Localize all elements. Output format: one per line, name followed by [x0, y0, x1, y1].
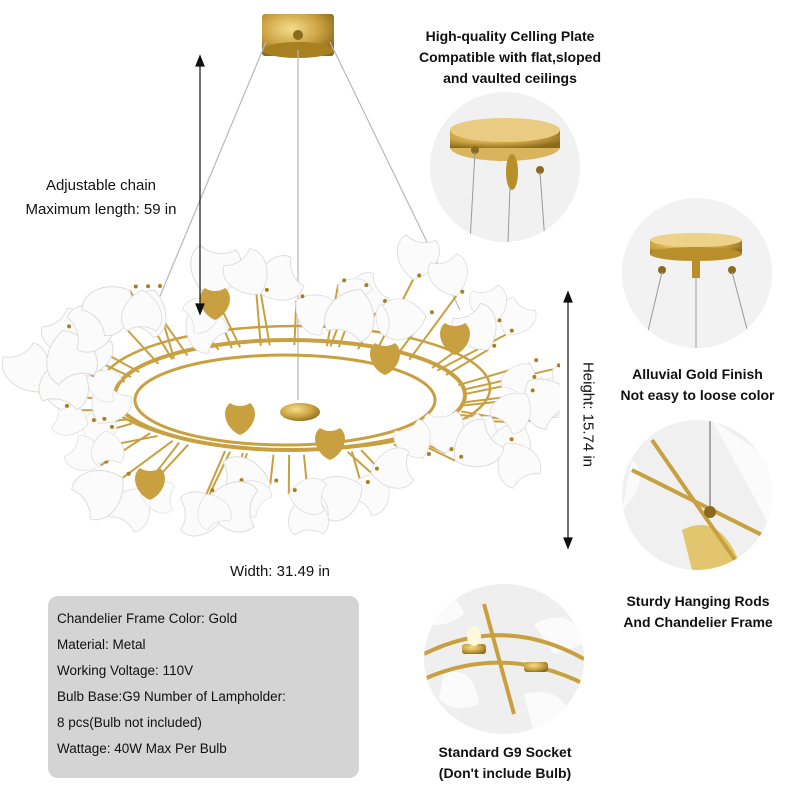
branch-tip: [492, 343, 497, 348]
branch-tip: [274, 478, 279, 483]
branch-tip: [342, 278, 347, 283]
rods-detail-photo: [622, 420, 772, 570]
branch: [408, 295, 458, 361]
ginkgo-leaf: [382, 298, 427, 341]
branch-tip: [556, 363, 560, 368]
gold-leaf: [440, 323, 470, 355]
branch-tip: [264, 287, 269, 292]
branch-tip: [530, 388, 535, 393]
ginkgo-leaf: [197, 493, 232, 531]
spec-frame-color: Chandelier Frame Color: Gold: [57, 611, 238, 626]
height-arrow: [560, 290, 580, 550]
branch-tip: [417, 273, 422, 278]
gold-leaf: [315, 428, 345, 460]
ginkgo-leaf: [86, 369, 122, 403]
rods-callout: Sturdy Hanging Rods And Chandelier Frame: [623, 593, 773, 630]
branch-tip: [365, 480, 370, 485]
gold-leaf: [135, 468, 165, 500]
ginkgo-leaves: [1, 234, 560, 537]
spec-voltage: Working Voltage: 110V: [57, 663, 194, 678]
ceiling-plate-callout: High-quality Celling Plate Compatible wi…: [418, 28, 601, 86]
branch: [259, 293, 271, 346]
branch-tip: [133, 284, 138, 289]
branch: [445, 348, 489, 376]
branch-tip: [292, 488, 297, 493]
ginkgo-leaf: [324, 288, 375, 343]
gold-leaf: [225, 403, 255, 435]
branch-tip: [102, 416, 107, 421]
branch: [122, 439, 174, 479]
finish-callout: Alluvial Gold Finish Not easy to loose c…: [620, 366, 775, 403]
gold-leaf: [370, 343, 400, 375]
branch-tip: [64, 403, 69, 408]
ginkgo-leaf: [313, 475, 363, 522]
spec-bulb-base: Bulb Base:G9 Number of Lampholder:: [57, 689, 286, 704]
branch-tip: [210, 488, 215, 493]
branch: [255, 289, 262, 346]
width-label: Width: 31.49 in: [229, 563, 331, 580]
ginkgo-leaf: [222, 248, 268, 295]
branch-tip: [532, 374, 537, 379]
gold-leaf: [200, 288, 230, 320]
chandelier-image: [0, 0, 560, 540]
branch-tip: [449, 447, 454, 452]
socket-callout: Standard G9 Socket (Don't include Bulb): [438, 744, 572, 781]
spec-material: Material: Metal: [57, 637, 146, 652]
spec-lampholders: 8 pcs(Bulb not included): [57, 715, 202, 730]
branch-tip: [146, 284, 151, 289]
branch-tip: [110, 424, 115, 429]
spec-wattage: Wattage: 40W Max Per Bulb: [57, 741, 227, 756]
branch-tip: [91, 418, 96, 423]
ginkgo-leaf: [71, 470, 124, 521]
ginkgo-leaf: [427, 253, 468, 297]
ginkgo-leaf: [490, 392, 531, 435]
specs-panel: Chandelier Frame Color: Gold Material: M…: [48, 596, 359, 778]
branch-tip: [509, 437, 514, 442]
ginkgo-leaf: [121, 289, 163, 332]
branch-tip: [426, 451, 431, 456]
socket-detail-photo: [424, 584, 584, 734]
branch-tip: [497, 318, 502, 323]
branch: [346, 451, 372, 474]
ginkgo-leaf: [497, 442, 542, 489]
branch-tip: [67, 324, 72, 329]
branch-tip: [382, 299, 387, 304]
branch-tip: [364, 283, 369, 288]
ginkgo-leaf: [453, 418, 505, 468]
branch: [269, 454, 275, 485]
branch-tip: [429, 310, 434, 315]
branch-tip: [534, 358, 539, 363]
branch-tip: [157, 284, 162, 289]
branch-tip: [460, 289, 465, 294]
branch: [205, 450, 226, 495]
branch-tip: [509, 328, 514, 333]
ginkgo-leaf: [90, 430, 125, 466]
branch-tip: [126, 471, 131, 476]
chain-label: Adjustable chain Maximum length: 59 in: [25, 177, 177, 218]
branch: [436, 333, 507, 372]
ceiling-plate-detail-photo: [430, 92, 580, 242]
branch-tip: [374, 466, 379, 471]
finish-detail-photo: [622, 198, 772, 348]
dimension-arrows: [195, 54, 205, 316]
branch-tip: [459, 454, 464, 459]
ginkgo-leaf: [288, 477, 327, 515]
branch-tip: [239, 478, 244, 483]
ginkgo-leaf: [370, 447, 415, 489]
branch-tip: [300, 294, 305, 299]
